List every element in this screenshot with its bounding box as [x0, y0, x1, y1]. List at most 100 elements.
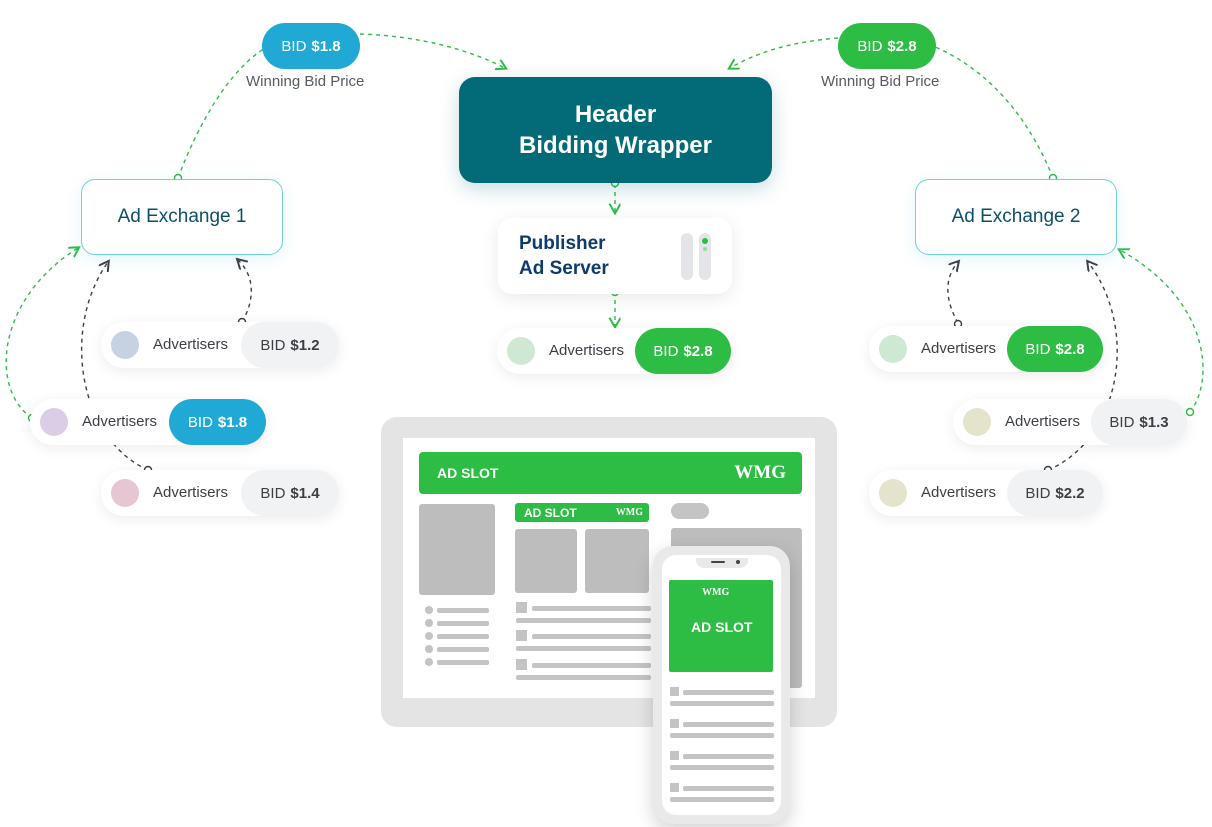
advertiser-label: Advertisers [82, 413, 158, 430]
bid-prefix: BID [857, 37, 883, 55]
connector [5, 248, 78, 419]
list-bullet [425, 632, 433, 640]
phone-notch [696, 558, 748, 568]
bid-prefix: BID [1025, 340, 1051, 358]
text-line [437, 621, 489, 626]
bid-prefix: BID [1025, 484, 1051, 502]
bid-amount: $2.2 [1055, 484, 1085, 502]
advertiser-row: Advertisers BID$2.2 [869, 470, 1103, 516]
winning-bid-right: BID$2.8 [838, 23, 936, 69]
thumb-placeholder [516, 602, 527, 613]
text-line [670, 765, 774, 770]
text-line [670, 797, 774, 802]
content-placeholder [515, 529, 577, 593]
thumb-placeholder [516, 659, 527, 670]
winning-bid-caption-right: Winning Bid Price [821, 73, 940, 90]
bid-amount: $2.8 [887, 37, 917, 55]
advertiser-label: Advertisers [921, 340, 997, 357]
wmg-logo: WMG [615, 507, 643, 518]
list-bullet [425, 658, 433, 666]
publisher-ad-server-title: Publisher Ad Server [519, 231, 609, 281]
bid-amount: $1.3 [1139, 413, 1169, 431]
list-bullet [425, 606, 433, 614]
bid-prefix: BID [653, 342, 679, 360]
advertiser-label: Advertisers [153, 484, 229, 501]
text-line [516, 675, 651, 680]
bid-pill: BID$2.2 [1007, 470, 1103, 516]
wmg-logo: WMG [734, 462, 786, 483]
bid-pill: BID$1.8 [169, 399, 266, 445]
connector [81, 262, 149, 471]
thumb-placeholder [670, 783, 679, 792]
ad-slot-label: AD SLOT [691, 619, 753, 635]
winning-bid-left: BID$1.8 [262, 23, 360, 69]
bid-pill: BID$1.2 [241, 322, 339, 368]
text-line [670, 701, 774, 706]
bid-pill: BID$1.3 [1091, 399, 1187, 445]
ad-slot-label: AD SLOT [524, 506, 577, 520]
bid-prefix: BID [260, 336, 286, 354]
server-status-light [703, 247, 707, 251]
advertiser-avatar [507, 337, 535, 365]
bid-amount: $1.8 [217, 413, 248, 431]
thumb-placeholder [670, 751, 679, 760]
bid-prefix: BID [260, 484, 286, 502]
bid-amount: $1.4 [290, 484, 320, 502]
ad-exchange-1: Ad Exchange 1 [81, 179, 283, 255]
bid-pill: BID$2.8 [635, 328, 731, 374]
list-bullet [425, 619, 433, 627]
phone-camera [736, 560, 740, 564]
thumb-placeholder [670, 687, 679, 696]
text-line [532, 634, 651, 639]
wmg-logo: WMG [702, 587, 730, 598]
advertiser-avatar [111, 331, 139, 359]
connector [238, 260, 252, 323]
winning-bid-caption-left: Winning Bid Price [246, 73, 365, 90]
publisher-title-line2: Ad Server [519, 258, 609, 279]
connector [947, 262, 958, 324]
bid-amount: $1.2 [290, 336, 320, 354]
ad-slot-mobile: WMG AD SLOT [669, 580, 773, 672]
content-placeholder [585, 529, 649, 593]
advertiser-label: Advertisers [549, 342, 625, 359]
server-status-light [702, 238, 708, 244]
advertiser-label: Advertisers [921, 484, 997, 501]
text-line [516, 618, 651, 623]
text-line [437, 608, 489, 613]
bid-prefix: BID [187, 413, 213, 431]
advertiser-row: Advertisers BID$1.8 [30, 399, 266, 445]
wrapper-title-line1: Header [574, 101, 657, 128]
connector-node [1185, 407, 1195, 417]
ad-slot-banner: AD SLOT WMG [419, 452, 802, 494]
list-bullet [425, 645, 433, 653]
bid-amount: $2.8 [683, 342, 713, 360]
ad-exchange-2: Ad Exchange 2 [915, 179, 1117, 255]
bid-amount: $2.8 [1055, 340, 1085, 358]
advertiser-avatar [879, 335, 907, 363]
text-line [683, 690, 774, 695]
text-line [683, 786, 774, 791]
text-line [683, 754, 774, 759]
advertiser-label: Advertisers [1005, 413, 1081, 430]
advertiser-row: Advertisers BID$2.8 [497, 328, 731, 374]
advertiser-avatar [40, 408, 68, 436]
ad-slot-label: AD SLOT [437, 465, 499, 481]
phone-screen: WMG AD SLOT [662, 555, 781, 815]
wrapper-title-line2: Bidding Wrapper [519, 132, 712, 159]
phone-device: WMG AD SLOT [653, 546, 790, 824]
text-line [683, 722, 774, 727]
advertiser-label: Advertisers [153, 336, 229, 353]
ad-slot-small: AD SLOT WMG [515, 503, 649, 522]
advertiser-row: Advertisers BID$1.4 [101, 470, 339, 516]
text-line [532, 606, 651, 611]
bid-pill: BID$1.4 [241, 470, 339, 516]
text-line [437, 647, 489, 652]
connector [1047, 262, 1118, 471]
thumb-placeholder [516, 630, 527, 641]
advertiser-avatar [963, 408, 991, 436]
phone-speaker [711, 561, 725, 563]
text-line [670, 733, 774, 738]
bid-pill: BID$2.8 [1007, 326, 1103, 372]
publisher-title-line1: Publisher [519, 233, 606, 254]
